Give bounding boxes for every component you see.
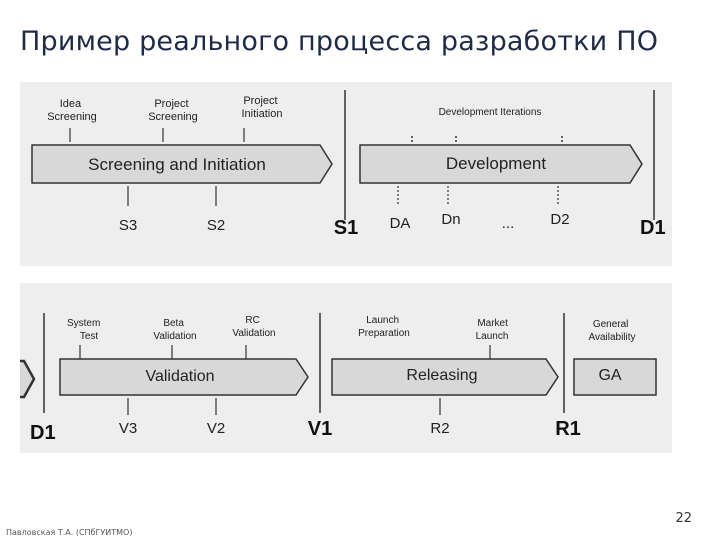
dev-iterations-label: Development Iterations xyxy=(439,107,542,118)
releasing-phase-label: Releasing xyxy=(406,367,477,384)
gate-s3: S3 xyxy=(119,217,137,234)
system-test-label: System Test xyxy=(67,318,103,342)
releasing-phase-arrow xyxy=(331,358,559,396)
gate-s2: S2 xyxy=(207,217,225,234)
rc-validation-label: RC Validation xyxy=(232,315,275,339)
validation-phase-arrow xyxy=(59,358,309,396)
gate-v3: V3 xyxy=(119,420,137,437)
gate-v1: V1 xyxy=(308,418,332,440)
general-availability-label: General Availability xyxy=(588,319,635,343)
launch-preparation-label: Launch Preparation xyxy=(358,315,410,339)
gate-dn: Dn xyxy=(441,211,460,228)
idea-screening-label: Idea Screening xyxy=(47,98,97,123)
gate-d1-top: D1 xyxy=(640,217,666,239)
previous-phase-tail xyxy=(20,359,36,399)
validation-phase-label: Validation xyxy=(145,368,214,385)
bottom-diagram-svg: System Test Beta Validation RC Validatio… xyxy=(20,313,657,444)
slide-title: Пример реального процесса разработки ПО xyxy=(20,26,659,57)
top-process-diagram: Idea Screening Project Screening Project… xyxy=(20,82,672,266)
screening-phase-label: Screening and Initiation xyxy=(88,155,266,174)
gate-ellipsis: ... xyxy=(502,215,515,232)
screening-phase-arrow xyxy=(31,144,333,184)
ga-phase-label: GA xyxy=(598,367,621,384)
gate-d1-bottom: D1 xyxy=(30,422,56,444)
project-screening-label: Project Screening xyxy=(148,98,198,123)
gate-r1: R1 xyxy=(555,418,581,440)
project-initiation-label: Project Initiation xyxy=(242,95,283,120)
slide-page-number: 22 xyxy=(675,511,692,526)
top-diagram-svg: Idea Screening Project Screening Project… xyxy=(31,90,666,239)
gate-s1: S1 xyxy=(334,217,358,239)
market-launch-label: Market Launch xyxy=(476,318,511,342)
gate-r2: R2 xyxy=(430,420,449,437)
gate-d2: D2 xyxy=(550,211,569,228)
development-phase-label: Development xyxy=(446,154,546,173)
gate-v2: V2 xyxy=(207,420,225,437)
gate-da: DA xyxy=(390,215,411,232)
bottom-process-diagram: System Test Beta Validation RC Validatio… xyxy=(20,283,672,453)
slide-footer-author: Павловская Т.А. (СПбГУИТМО) xyxy=(6,528,133,537)
beta-validation-label: Beta Validation xyxy=(153,318,196,342)
development-phase-arrow xyxy=(359,144,643,184)
ga-phase-box xyxy=(573,358,657,396)
